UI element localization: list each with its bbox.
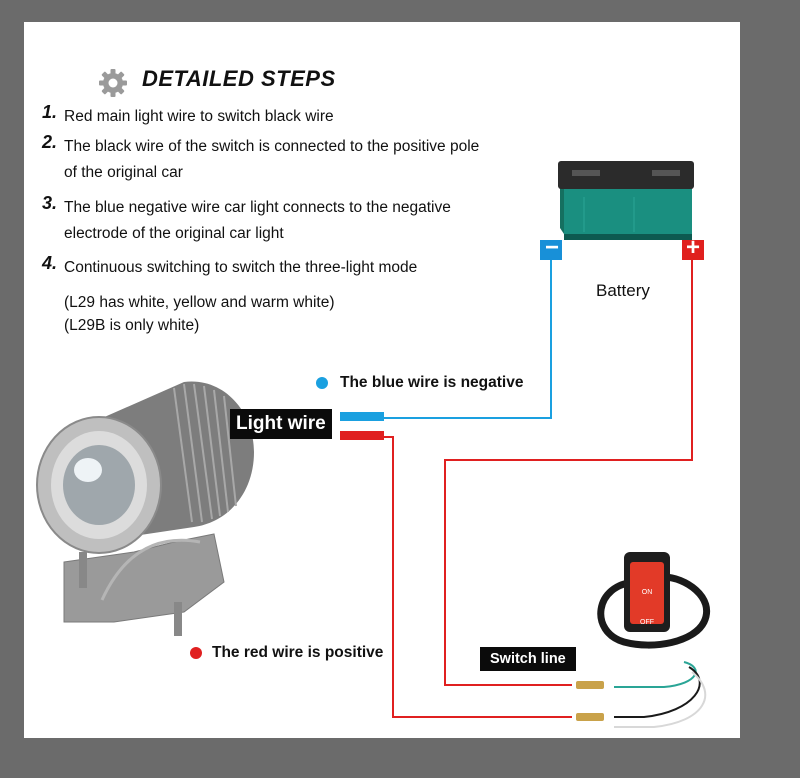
step-text: Red main light wire to switch black wire <box>64 104 334 130</box>
switch-line-badge: Switch line <box>480 647 576 671</box>
gear-icon <box>99 69 127 97</box>
step-line: Continuous switching to switch the three… <box>64 259 418 276</box>
step-text: The black wire of the switch is connecte… <box>64 134 479 186</box>
lamp-graphic <box>36 381 254 636</box>
blue-wire <box>374 260 552 419</box>
light-wire-badge: Light wire <box>230 409 332 439</box>
battery-pos-symbol: + <box>686 234 701 261</box>
step-line: The black wire of the switch is connecte… <box>64 138 480 155</box>
red-wire-battery <box>444 260 693 686</box>
note-l29b: (L29B is only white) <box>64 317 200 334</box>
step-number: 2. <box>42 132 58 152</box>
battery-graphic <box>558 161 694 240</box>
red-wire-label: The red wire is positive <box>212 644 384 661</box>
step-number: 3. <box>42 193 58 213</box>
step-number: 1. <box>42 102 58 122</box>
step-text: The blue negative wire car light connect… <box>64 195 451 247</box>
step-line: Red main light wire to switch black wire <box>64 108 334 125</box>
step-line: of the original car <box>64 164 183 181</box>
battery-label: Battery <box>596 281 650 300</box>
diagram-canvas: DETAILED STEPS 1. Red main light wire to… <box>24 22 740 738</box>
switch-off-text: OFF <box>640 619 654 626</box>
note-l29: (L29 has white, yellow and warm white) <box>64 294 335 311</box>
red-dot-icon <box>190 647 202 659</box>
step-line: The blue negative wire car light connect… <box>64 199 451 216</box>
step-text: Continuous switching to switch the three… <box>64 255 417 281</box>
step-line: electrode of the original car light <box>64 225 284 242</box>
switch-on-text: ON <box>642 589 653 596</box>
step-number: 4. <box>42 253 58 273</box>
red-wire-stub <box>340 431 384 440</box>
battery-neg-symbol: − <box>545 234 560 261</box>
negative-terminal <box>540 240 562 260</box>
blue-wire-label: The blue wire is negative <box>340 374 524 391</box>
heading-title: DETAILED STEPS <box>142 66 336 91</box>
switch-graphic: ON OFF <box>576 552 710 728</box>
blue-dot-icon <box>316 377 328 389</box>
positive-terminal <box>682 240 704 260</box>
wiring-graphic: ON OFF <box>36 161 710 728</box>
blue-wire-stub <box>340 412 384 421</box>
red-wire-lamp <box>374 436 572 718</box>
